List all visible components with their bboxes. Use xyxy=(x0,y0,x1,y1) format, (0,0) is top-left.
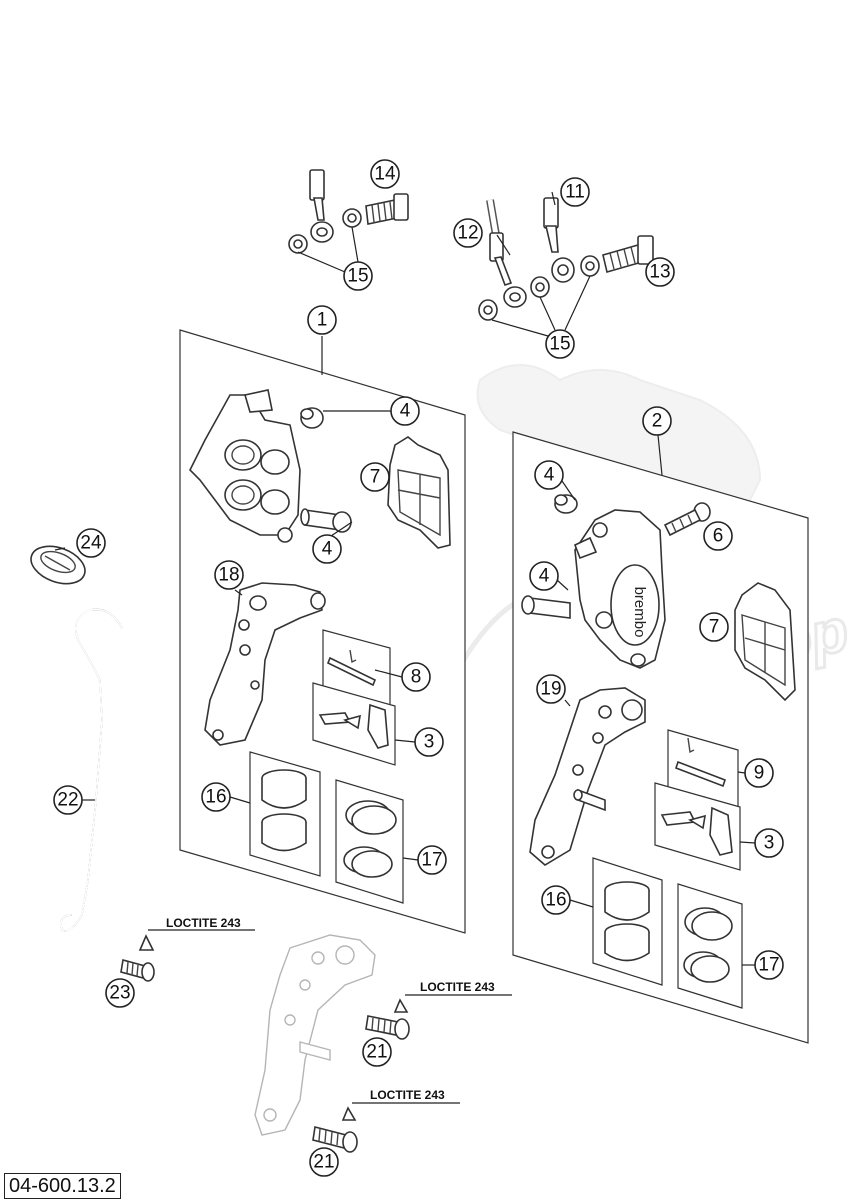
brake-pads-left xyxy=(387,436,451,549)
brake-pads-right xyxy=(734,582,796,702)
svg-text:16: 16 xyxy=(205,787,226,808)
bolt-21-upper xyxy=(365,998,410,1040)
svg-text:19: 19 xyxy=(540,679,561,700)
bolt-23 xyxy=(120,934,155,982)
callout-3-left: 3 xyxy=(414,727,444,757)
pin-kit-box-8 xyxy=(322,629,391,706)
callout-4-lower-right: 4 xyxy=(529,561,559,591)
svg-text:21: 21 xyxy=(313,1152,334,1173)
caliper-bracket-right xyxy=(529,687,646,866)
caliper-pin-left xyxy=(300,508,352,533)
caliper-bracket-left xyxy=(204,582,326,746)
callout-6: 6 xyxy=(703,521,733,551)
callout-9: 9 xyxy=(744,758,774,788)
svg-text:3: 3 xyxy=(424,732,435,753)
svg-text:7: 7 xyxy=(709,617,720,638)
svg-text:11: 11 xyxy=(565,182,585,203)
svg-text:2: 2 xyxy=(652,411,663,432)
diagram-reference-code: 04-600.13.2 xyxy=(4,1173,121,1199)
callout-17-right: 17 xyxy=(754,950,784,980)
svg-text:17: 17 xyxy=(421,850,442,871)
svg-text:14: 14 xyxy=(374,164,396,185)
svg-text:3: 3 xyxy=(764,833,775,854)
svg-text:9: 9 xyxy=(754,763,765,784)
bolt-21-lower xyxy=(312,1106,358,1153)
callout-7-right: 7 xyxy=(699,612,729,642)
callout-13: 13 xyxy=(645,257,675,287)
piston-box-right xyxy=(592,857,663,986)
bleeder-cap-right xyxy=(554,494,578,514)
svg-text:21: 21 xyxy=(366,1042,387,1063)
callout-2: 2 xyxy=(642,406,672,436)
bleeder-valve xyxy=(663,502,711,537)
rubber-grommet xyxy=(30,545,86,585)
faded-caliper-bracket xyxy=(254,934,376,1136)
banjo-bolt-upper xyxy=(365,193,409,225)
callout-24: 24 xyxy=(76,528,106,558)
svg-text:18: 18 xyxy=(218,565,239,586)
pin-kit-box-9 xyxy=(667,729,739,811)
brake-caliper-left xyxy=(189,389,301,543)
spring-plate-box-left xyxy=(312,682,396,766)
callout-7-left: 7 xyxy=(360,462,390,492)
svg-text:17: 17 xyxy=(758,955,779,976)
brand-marking: brembo xyxy=(631,587,648,638)
svg-text:23: 23 xyxy=(109,983,130,1004)
svg-text:1: 1 xyxy=(317,310,328,331)
svg-text:15: 15 xyxy=(347,266,368,287)
callout-16-left: 16 xyxy=(201,782,231,812)
svg-text:24: 24 xyxy=(80,533,102,554)
loctite-note-1: LOCTITE 243 xyxy=(166,916,241,930)
svg-text:22: 22 xyxy=(57,790,78,811)
callout-11: 11 xyxy=(560,177,590,207)
brake-hose-long xyxy=(307,36,575,283)
brake-caliper-right: brembo xyxy=(573,509,666,669)
brake-hose-short xyxy=(486,199,527,308)
callout-21-upper: 21 xyxy=(362,1037,392,1067)
callout-15-left: 15 xyxy=(343,261,373,291)
callout-3-right: 3 xyxy=(754,828,784,858)
svg-text:15: 15 xyxy=(549,334,570,355)
callout-19: 19 xyxy=(536,674,566,704)
callout-8: 8 xyxy=(401,662,431,692)
callout-18: 18 xyxy=(214,560,244,590)
caliper-pin-right xyxy=(521,595,571,619)
bleeder-cap-left xyxy=(300,407,324,429)
svg-text:4: 4 xyxy=(322,539,333,560)
wire-retainer-clip xyxy=(60,608,123,932)
callout-21-lower: 21 xyxy=(309,1147,339,1177)
svg-text:13: 13 xyxy=(649,262,670,283)
callout-12: 12 xyxy=(453,218,483,248)
callout-14: 14 xyxy=(370,159,400,189)
svg-text:12: 12 xyxy=(457,223,478,244)
svg-text:4: 4 xyxy=(539,566,550,587)
seal-box-right xyxy=(677,883,743,1009)
svg-text:6: 6 xyxy=(713,526,724,547)
svg-text:4: 4 xyxy=(400,401,411,422)
callout-4-upper-right: 4 xyxy=(534,460,564,490)
callout-22: 22 xyxy=(53,785,83,815)
callout-16-right: 16 xyxy=(541,885,571,915)
callout-4-lower-left: 4 xyxy=(312,534,342,564)
sealing-washers-right xyxy=(478,255,600,321)
svg-text:4: 4 xyxy=(544,465,555,486)
piston-box-left xyxy=(249,751,321,877)
svg-text:8: 8 xyxy=(411,667,422,688)
svg-text:7: 7 xyxy=(370,467,381,488)
seal-box-left xyxy=(335,779,404,904)
callout-4-upper-left: 4 xyxy=(390,396,420,426)
callout-23: 23 xyxy=(105,978,135,1008)
spring-plate-box-right xyxy=(654,782,741,871)
banjo-bolt-lower xyxy=(602,235,654,273)
callout-1: 1 xyxy=(307,305,337,335)
svg-text:16: 16 xyxy=(545,890,566,911)
loctite-note-2: LOCTITE 243 xyxy=(420,980,495,994)
loctite-note-3: LOCTITE 243 xyxy=(370,1088,445,1102)
callout-15-right: 15 xyxy=(545,329,575,359)
callout-17-left: 17 xyxy=(417,845,447,875)
